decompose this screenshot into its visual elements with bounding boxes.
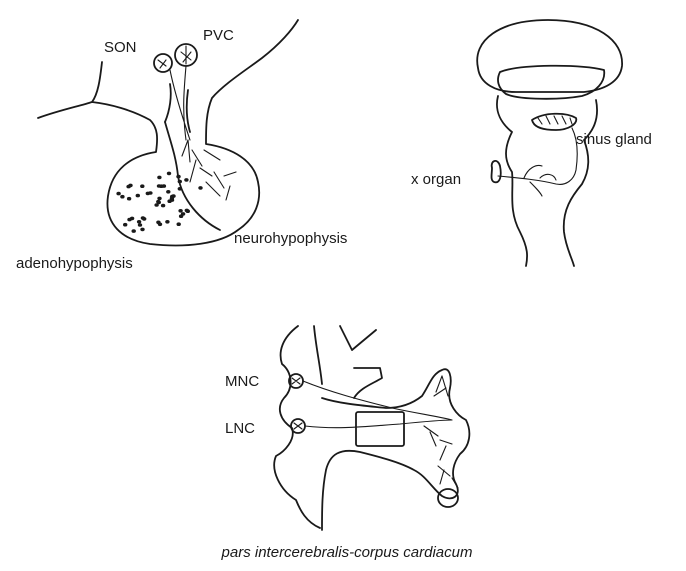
granule-dot [176,175,180,179]
granule-dot [120,195,124,199]
granule-dot [137,220,141,224]
granule-dot [165,220,169,224]
granule-dot [157,176,161,180]
x-organ [492,161,501,182]
granule-dot [156,200,160,204]
granule-dot [158,223,162,227]
neurohypophysis-label: neurohypophysis [234,230,347,247]
x-organ-label: x organ [411,171,461,188]
granule-dot [159,184,163,188]
eye-cap-inner [498,66,604,99]
granule-dot [127,197,131,201]
lnc-label: LNC [225,420,255,437]
granule-dot [181,212,185,216]
granule-dot [127,218,131,222]
granule-dot [185,209,189,213]
pituitary-stalk [165,84,190,132]
granule-dot [178,209,182,213]
adenohypophysis-label: adenohypophysis [16,255,133,272]
adenohypophysis-granules [116,172,202,233]
eye-cap [477,20,622,92]
granule-dot [177,222,181,226]
granule-dot [123,223,127,227]
granule-dot [157,197,161,201]
eyestalk-body [497,96,597,266]
insect-neuroendocrine-panel: MNC LNC pars intercerebralis-corpus card… [221,326,473,561]
granule-dot [178,180,182,184]
granule-dot [198,186,202,190]
granule-dot [167,172,171,176]
granule-dot [138,223,142,227]
granule-dot [146,192,150,196]
granule-dot [161,204,165,208]
sinus-gland-label: sinus gland [576,131,652,148]
granule-dot [128,184,132,188]
insect-upper-structure [314,326,382,398]
granule-dot [140,184,144,188]
granule-dot [166,190,170,194]
granule-dot [136,194,140,198]
pvc-label: PVC [203,27,234,44]
granule-dot [154,203,158,207]
granule-dot [132,229,136,233]
insect-axons [303,381,452,428]
granule-dot [178,187,182,191]
insect-caption: pars intercerebralis-corpus cardiacum [221,544,473,561]
crustacean-eyestalk-panel: sinus gland x organ [411,20,652,266]
son-nucleus [154,54,172,72]
corpus-cardiacum-rect [356,412,404,446]
granule-dot [184,178,188,182]
granule-dot [141,216,145,220]
vertebrate-pituitary-panel: SON PVC neurohypophysis adenohypophysis [16,20,347,272]
mnc-label: MNC [225,373,259,390]
son-label: SON [104,39,137,56]
granule-dot [170,198,174,202]
granule-dot [140,228,144,232]
granule-dot [116,192,120,196]
